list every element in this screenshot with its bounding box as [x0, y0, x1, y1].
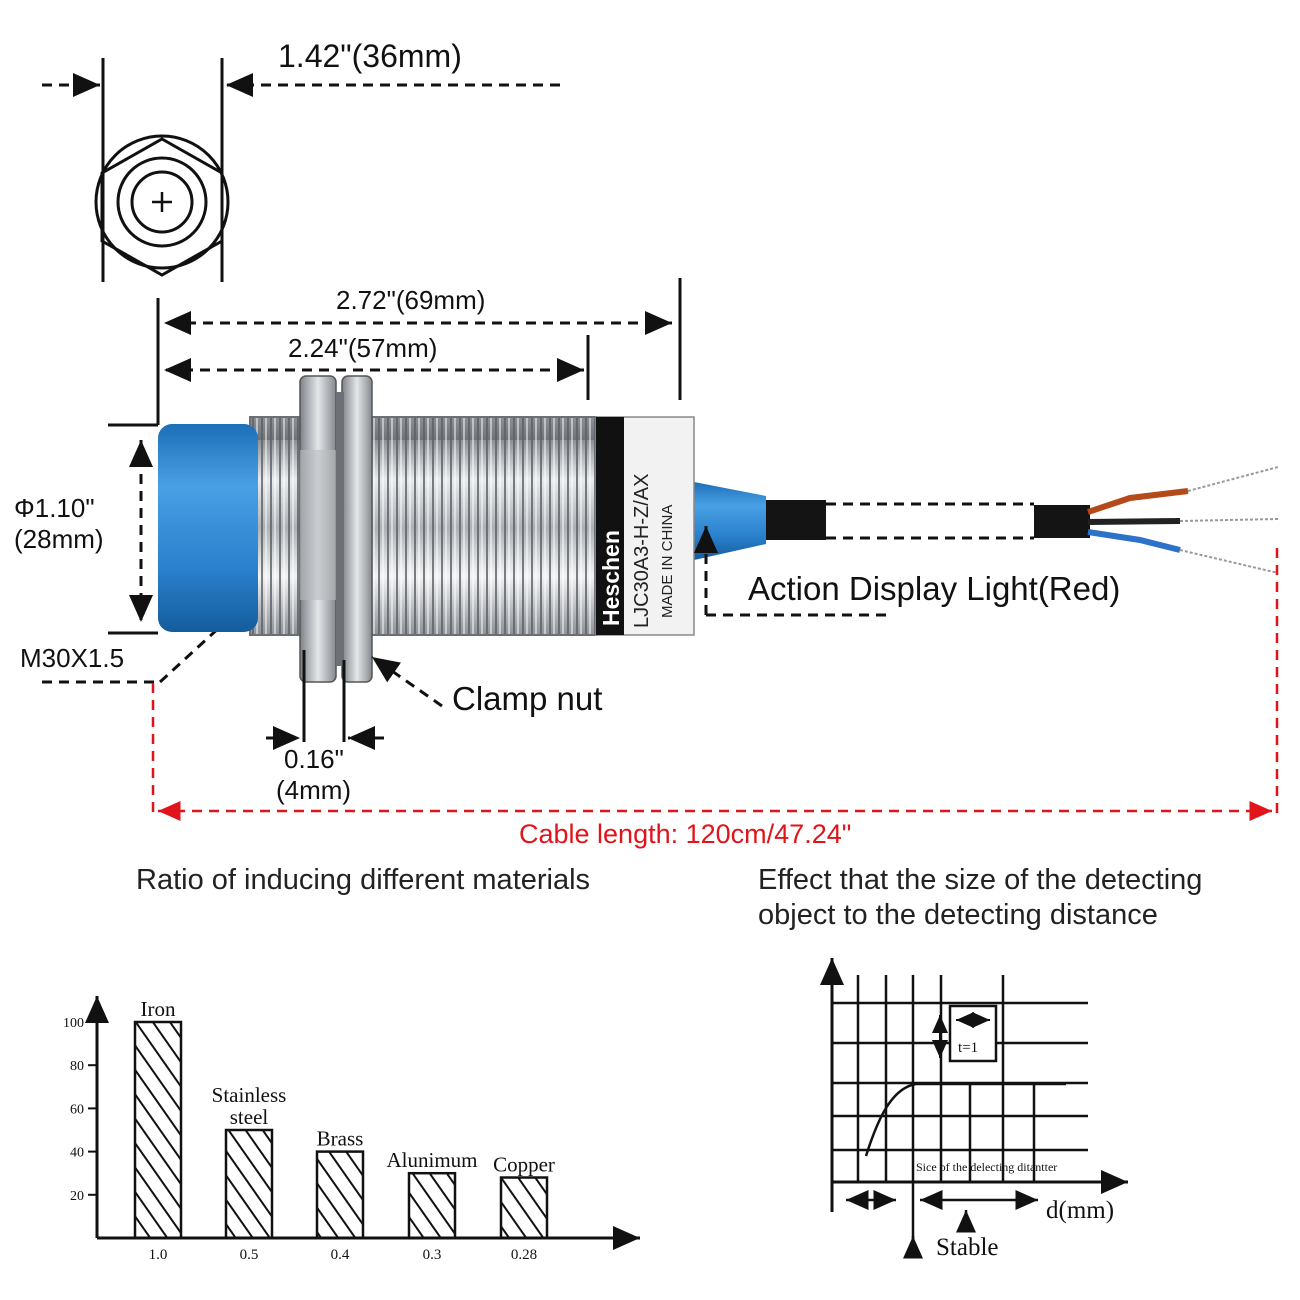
bar-stainless-steel [224, 1128, 274, 1240]
clamp-nut-label: Clamp nut [452, 680, 602, 717]
top-view: 1.42"(36mm) [42, 38, 560, 282]
bar-category-label: Stainless [212, 1083, 287, 1107]
y-tick-label: 100 [63, 1016, 84, 1031]
marker-label: t=1 [958, 1040, 978, 1056]
x-tick-label: 0.3 [423, 1247, 442, 1263]
y-tick-label: 60 [70, 1102, 84, 1117]
cable-length-dimension: Cable length: 120cm/47.24" [151, 548, 1279, 849]
bar-alunimum [407, 1171, 457, 1240]
y-tick-label: 40 [70, 1146, 84, 1161]
ratio-y-ticks: 100 80 60 40 20 [63, 1016, 97, 1204]
bar-brass [315, 1150, 365, 1240]
diameter-label-line2: (28mm) [14, 524, 104, 554]
diameter-label-line1: Φ1.10" [14, 493, 95, 523]
action-light-callout: Action Display Light(Red) [694, 526, 1120, 617]
origin-label: MADE IN CHINA [659, 505, 676, 618]
distance-chart: Effect that the size of the detecting ob… [758, 864, 1202, 1261]
bar-category-label: Copper [493, 1153, 555, 1177]
distance-heading-line1: Effect that the size of the detecting [758, 864, 1202, 896]
width-dimension-label: 1.42"(36mm) [278, 38, 462, 74]
distance-heading-line2: object to the detecting distance [758, 899, 1158, 931]
x-tick-label: 0.4 [331, 1247, 350, 1263]
cable-jacket-end [1034, 505, 1090, 538]
diameter-dimension: Φ1.10" (28mm) M30X1.5 [14, 423, 236, 684]
sensor-body: Heschen LJC30A3-H-Z/AX MADE IN CHINA [158, 375, 1279, 683]
nut-width-line1: 0.16" [284, 744, 344, 774]
cable [766, 500, 826, 540]
model-label: LJC30A3-H-Z/AX [631, 474, 653, 629]
bar-iron [133, 1020, 183, 1240]
x-axis-label: d(mm) [1046, 1197, 1114, 1224]
wires [1087, 466, 1279, 574]
bar-category-label: steel [230, 1105, 269, 1129]
total-length-label: 2.72"(69mm) [336, 285, 485, 315]
thread-length-label: 2.24"(57mm) [288, 333, 437, 363]
brand-label: Heschen [598, 530, 624, 626]
bar-category-label: Alunimum [386, 1148, 477, 1172]
action-light-label: Action Display Light(Red) [748, 570, 1120, 607]
curve-label: Sice of the delecting ditantter [916, 1160, 1057, 1174]
cable-length-label: Cable length: 120cm/47.24" [519, 819, 851, 849]
nut-width-line2: (4mm) [276, 775, 351, 805]
bar-category-label: Iron [141, 997, 176, 1021]
stable-label: Stable [936, 1234, 999, 1261]
length-dimensions: 2.72"(69mm) 2.24"(57mm) [156, 278, 682, 425]
x-tick-label: 1.0 [149, 1247, 168, 1263]
hex-nut-top-view [94, 134, 230, 277]
strain-relief [694, 482, 766, 560]
ratio-chart: Ratio of inducing different materials 10… [63, 864, 640, 1263]
y-tick-label: 20 [70, 1189, 84, 1204]
clamp-nuts [299, 375, 373, 683]
ratio-chart-heading: Ratio of inducing different materials [136, 864, 590, 896]
x-tick-label: 0.5 [240, 1247, 259, 1263]
x-tick-label: 0.28 [511, 1247, 537, 1263]
thread-spec-label: M30X1.5 [20, 643, 124, 673]
bar-category-label: Brass [317, 1127, 364, 1151]
distance-curve [864, 1082, 1066, 1157]
y-tick-label: 80 [70, 1059, 84, 1074]
clamp-nut-callout: Clamp nut 0.16" (4mm) [266, 650, 602, 805]
bar-copper [499, 1176, 549, 1240]
sensing-face-cap [158, 424, 258, 632]
